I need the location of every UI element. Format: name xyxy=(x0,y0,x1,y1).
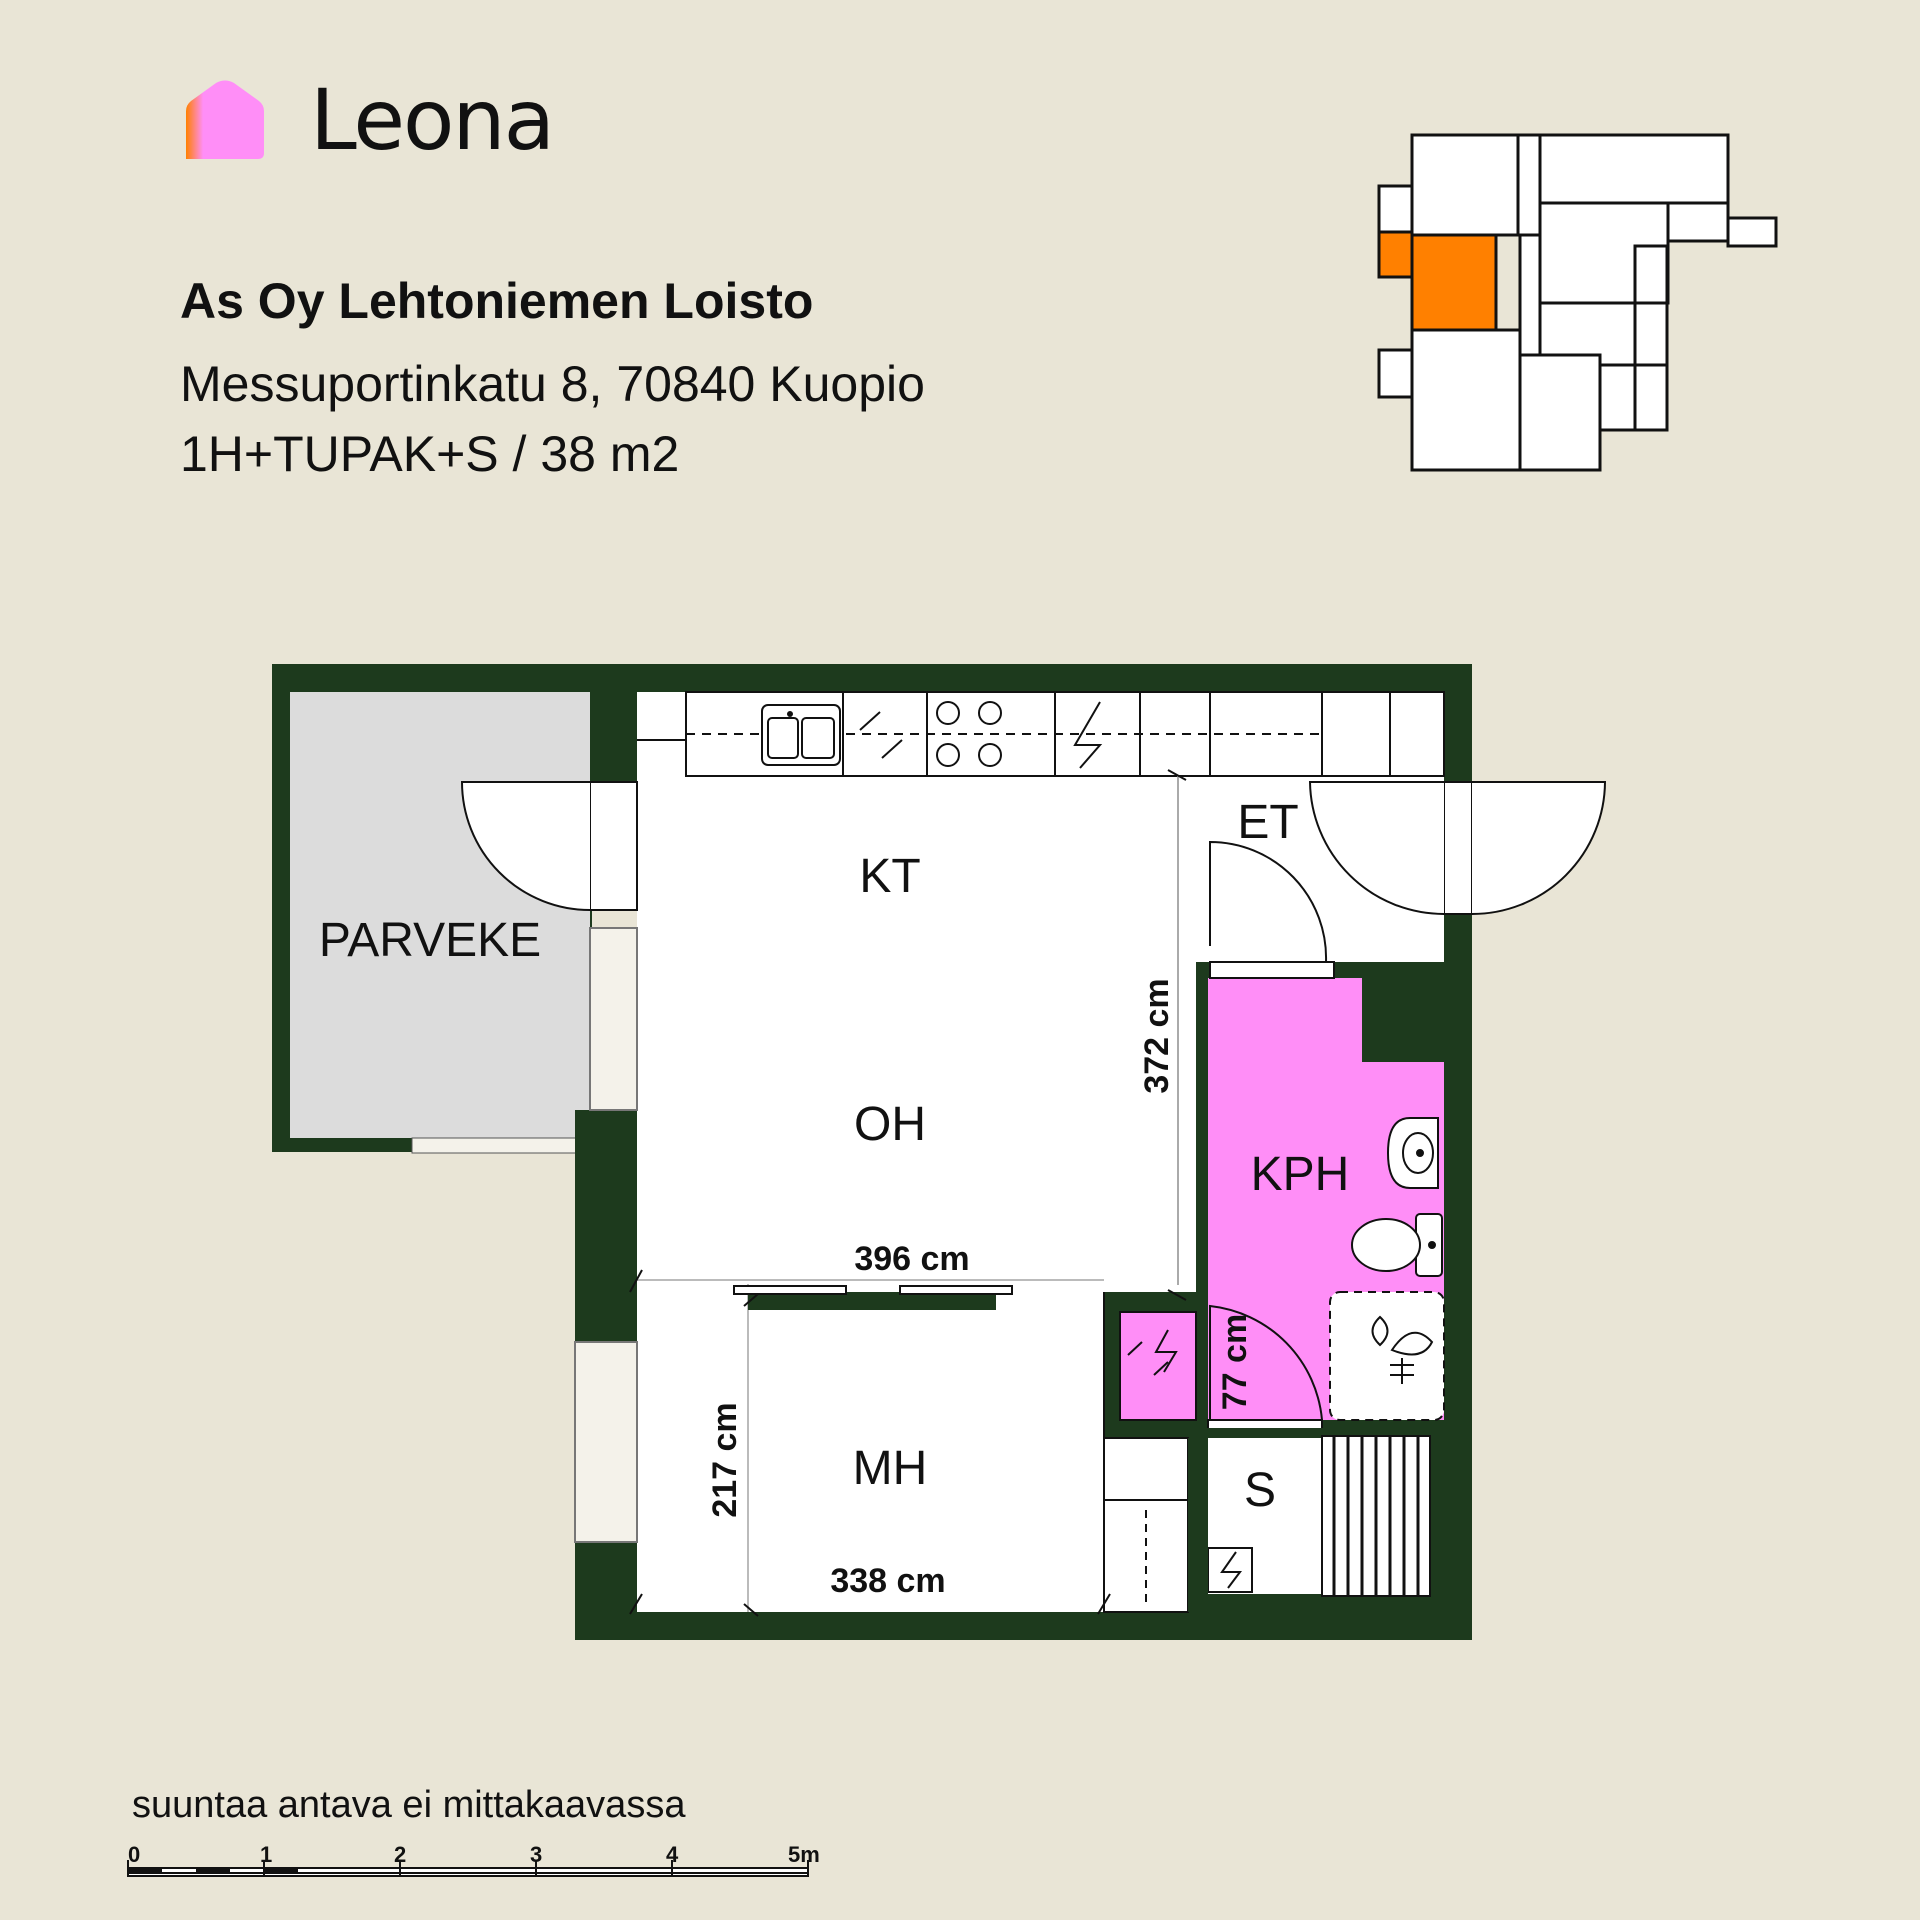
keyplan-unit xyxy=(1518,353,1602,472)
keyplan-unit xyxy=(1377,184,1414,234)
room-label-kph: KPH xyxy=(1251,1148,1350,1201)
keyplan-unit xyxy=(1726,216,1778,248)
fridge-icon xyxy=(1073,701,1103,769)
sink-icon xyxy=(761,704,841,766)
keyplan-unit xyxy=(1633,301,1669,367)
dim-oh-width: 396 cm xyxy=(854,1240,969,1278)
wall-top xyxy=(590,664,1472,692)
dim-mh-width: 338 cm xyxy=(830,1562,945,1600)
shower-area xyxy=(1329,1291,1445,1421)
keyplan-balcony-highlight xyxy=(1377,230,1414,279)
sliding-door xyxy=(748,1292,996,1310)
scale-tick-0: 0 xyxy=(128,1842,140,1867)
dim-mh-depth: 217 cm xyxy=(706,1402,744,1517)
room-label-mh: MH xyxy=(853,1442,928,1495)
leona-logo: Leona xyxy=(180,71,555,169)
entrance-door-swing-out xyxy=(1471,781,1607,915)
room-label-et: ET xyxy=(1237,796,1298,849)
wall-left-upper xyxy=(590,692,637,782)
shower-icon xyxy=(1371,1315,1434,1384)
brand-name: Leona xyxy=(310,71,555,169)
window-left-lower xyxy=(574,1341,638,1543)
window-left-upper xyxy=(589,927,638,1111)
entrance-door-frame xyxy=(1443,781,1473,915)
keyplan-unit xyxy=(1633,244,1669,305)
dim-kph-door: 77 cm xyxy=(1216,1314,1254,1410)
balcony-railing xyxy=(411,1137,578,1154)
keyplan-unit xyxy=(1410,133,1520,237)
stove-heater-icon xyxy=(1207,1547,1253,1593)
kph-door-frame xyxy=(1209,961,1335,979)
scale-tick-3: 3 xyxy=(530,1842,542,1867)
dishwasher-icon xyxy=(859,711,903,759)
keyplan-unit xyxy=(1410,328,1522,472)
scale-tick-1: 1 xyxy=(260,1842,272,1867)
property-title: As Oy Lehtoniemen Loisto xyxy=(180,273,814,329)
keyplan-unit xyxy=(1633,363,1669,432)
balcony-door-frame xyxy=(589,781,638,911)
stove-icon xyxy=(936,701,1002,767)
washbasin-icon xyxy=(1386,1117,1439,1189)
keyplan-unit xyxy=(1598,363,1637,432)
wall-bottom xyxy=(575,1612,1472,1640)
unit-type: 1H+TUPAK+S / 38 m2 xyxy=(180,426,680,482)
balcony-door-swing xyxy=(460,781,591,911)
scale-tick-2: 2 xyxy=(394,1842,406,1867)
scale-tick-4: 4 xyxy=(666,1842,679,1867)
room-label-oh: OH xyxy=(854,1098,926,1151)
room-label-kt: KT xyxy=(859,850,920,903)
property-address: Messuportinkatu 8, 70840 Kuopio xyxy=(180,356,925,412)
keyplan-unit xyxy=(1538,133,1730,205)
room-label-parveke: PARVEKE xyxy=(319,914,541,967)
house-icon xyxy=(186,80,264,159)
key-plan xyxy=(1377,133,1778,472)
cabinet-pink xyxy=(1119,1311,1197,1421)
scale-disclaimer: suuntaa antava ei mittakaavassa xyxy=(132,1784,686,1826)
sauna-door-swing xyxy=(1209,1304,1323,1432)
dim-oh-depth: 372 cm xyxy=(1138,978,1176,1093)
scale-bar: 0 1 2 3 4 5m xyxy=(127,1842,820,1877)
room-label-s: S xyxy=(1244,1464,1276,1517)
keyplan-apartment-highlight xyxy=(1410,233,1498,332)
keyplan-unit xyxy=(1377,348,1414,399)
scale-tick-5m: 5m xyxy=(788,1842,820,1867)
entrance-door-swing-in xyxy=(1308,781,1445,915)
toilet-icon xyxy=(1351,1213,1443,1277)
kph-door-swing xyxy=(1209,840,1328,963)
